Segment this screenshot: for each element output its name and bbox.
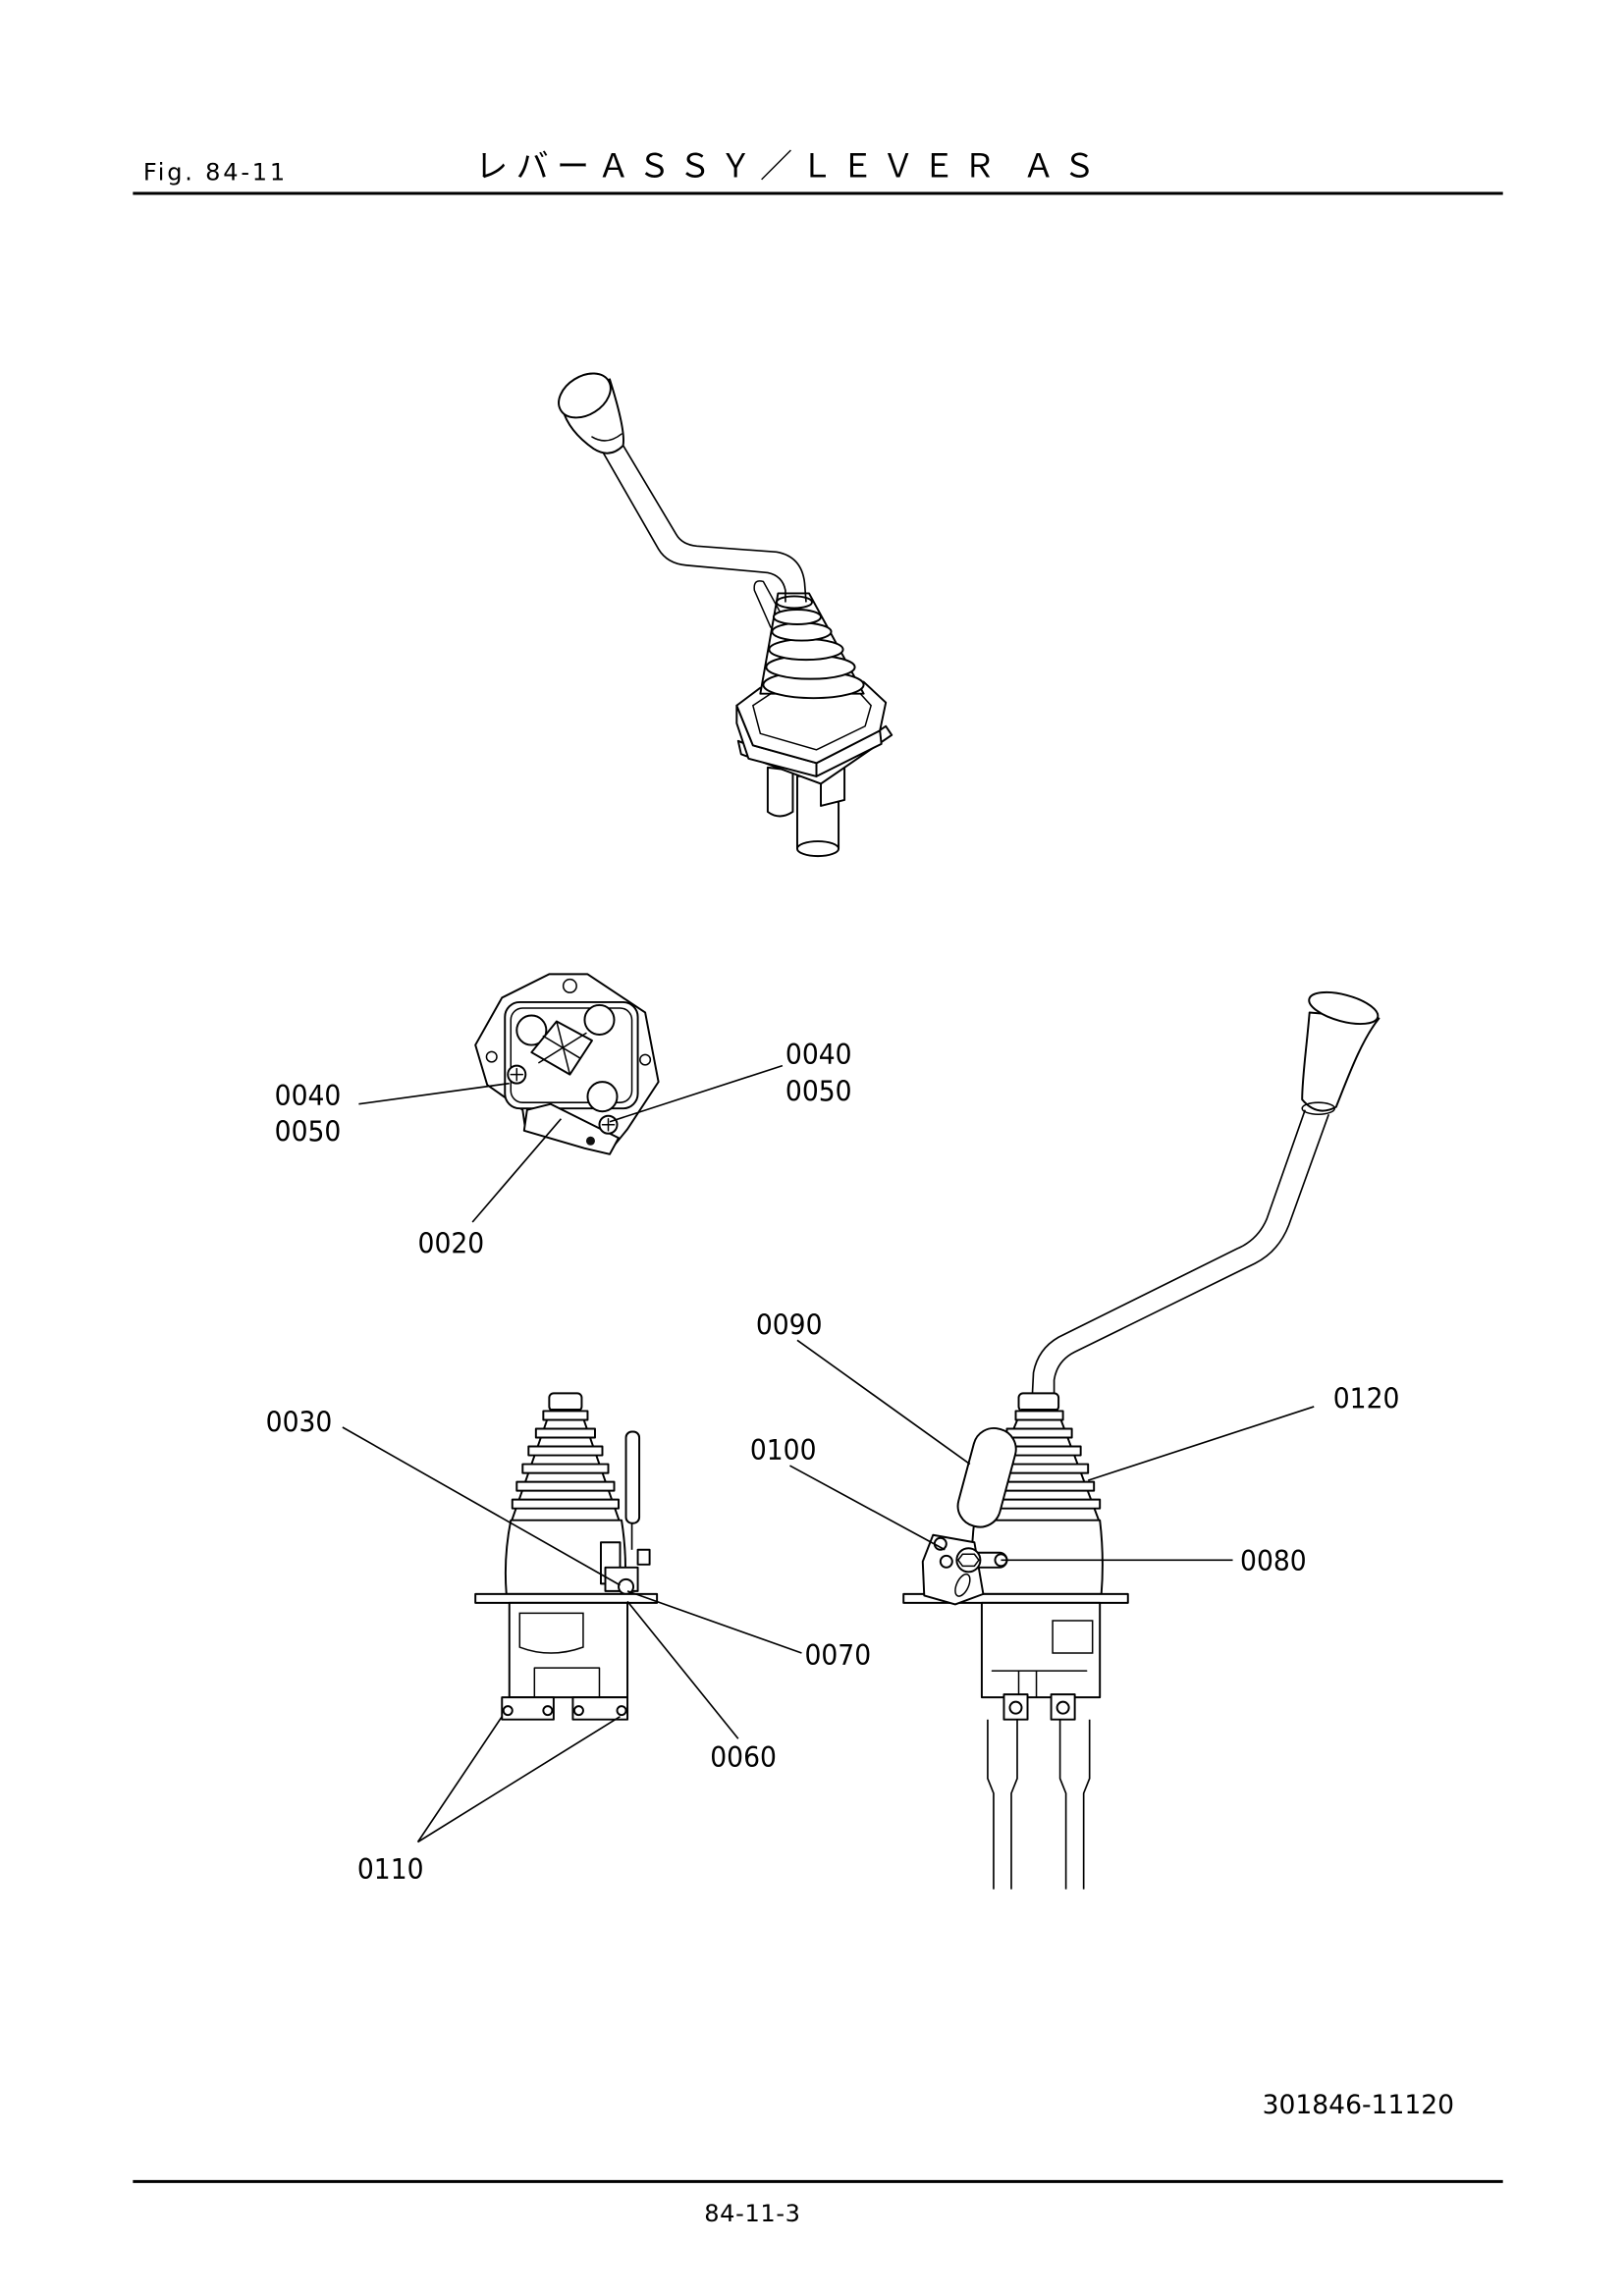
port-lower-right <box>586 1081 619 1113</box>
cable-right <box>1058 1719 1091 1890</box>
knob-top <box>558 372 612 419</box>
screw-left-cross <box>510 1067 524 1082</box>
callout-0030: 0030 <box>266 1405 333 1438</box>
bellows-ridge <box>542 1410 589 1421</box>
callout-0120: 0120 <box>1333 1381 1400 1415</box>
base-plate-top-view <box>474 973 660 1155</box>
mounting-plate <box>474 1592 659 1604</box>
bellows-ridge <box>527 1445 604 1457</box>
clamp-bolt <box>616 1705 627 1717</box>
bellows-ridge <box>775 595 813 610</box>
page-header: Fig. 84-11 レバーＡＳＳＹ／ＬＥＶＥＲ ＡＳ <box>133 146 1503 195</box>
leader-line-0020 <box>471 1118 563 1223</box>
clamp-bolt <box>1008 1700 1023 1715</box>
lever-shaft-right-edge <box>1053 1113 1330 1403</box>
clamp-bolt <box>542 1705 554 1717</box>
leader-line-0030 <box>342 1426 621 1586</box>
bellows-ridge <box>772 609 822 626</box>
leader-line-0110-right <box>417 1715 621 1843</box>
leader-line-0110-left <box>416 1716 503 1842</box>
callout-0060: 0060 <box>710 1740 777 1774</box>
clamp-bolt <box>572 1705 584 1717</box>
bellows-ridge <box>521 1463 610 1474</box>
bellows-ridge <box>768 638 844 662</box>
plate-hole-left <box>485 1050 498 1063</box>
leader-line-0100 <box>789 1465 946 1551</box>
leader-lines <box>342 1064 1315 1843</box>
callout-0050-right: 0050 <box>785 1075 852 1108</box>
callout-0050-left: 0050 <box>275 1114 342 1148</box>
callout-0110: 0110 <box>357 1852 424 1886</box>
bracket-hole <box>939 1554 953 1569</box>
lower-housing-detail <box>518 1612 601 1698</box>
page-footer: 301846-11120 84-11-3 <box>133 2090 1503 2227</box>
callout-0040-right: 0040 <box>785 1038 852 1071</box>
leader-line-0090 <box>796 1339 971 1466</box>
leader-line-0120 <box>1087 1406 1315 1481</box>
bellows-ridge <box>515 1480 616 1492</box>
leader-line-0060 <box>626 1600 739 1739</box>
callout-0020: 0020 <box>418 1227 485 1260</box>
pivot-bolt <box>955 1547 982 1574</box>
shaft-upper-edge <box>621 442 807 603</box>
bellows-ridge <box>511 1498 621 1510</box>
lever-arm-pin <box>585 1136 595 1146</box>
side-view-with-lever <box>902 990 1380 1890</box>
cable-clamp-left <box>501 1696 555 1721</box>
lever-knob-ring <box>1301 1101 1336 1115</box>
center-block-detail <box>538 1020 587 1076</box>
lever-knob-body <box>1301 1011 1380 1112</box>
port-upper-left <box>515 1014 548 1046</box>
bellows-cap <box>548 1392 583 1413</box>
port-upper-right <box>583 1003 616 1037</box>
figure-number: Fig. 84-11 <box>143 158 285 186</box>
callout-0080: 0080 <box>1240 1544 1307 1577</box>
lower-housing <box>980 1601 1102 1699</box>
lock-grip <box>956 1427 1017 1528</box>
leader-line-0070 <box>626 1590 802 1654</box>
leader-line-0040-0050-left <box>358 1082 510 1105</box>
isometric-lever-assembly <box>558 372 893 858</box>
plate-hole-top <box>562 978 577 993</box>
side-view-front <box>474 1392 659 1721</box>
bellows-cap <box>1017 1392 1060 1413</box>
plate-hole-right <box>639 1053 652 1066</box>
lower-block <box>766 766 794 818</box>
lower-housing-detail <box>991 1620 1094 1698</box>
lever-knob-top <box>1308 990 1380 1026</box>
figure-title: レバーＡＳＳＹ／ＬＥＶＥＲ ＡＳ <box>475 146 1096 185</box>
bellows-ridge <box>534 1427 596 1439</box>
lock-handle <box>624 1430 641 1524</box>
page-number: 84-11-3 <box>704 2200 800 2227</box>
screw-right-cross <box>601 1117 616 1132</box>
clamp-bolt <box>502 1705 514 1717</box>
callout-0070: 0070 <box>804 1638 871 1672</box>
bellows-ridge <box>1005 1427 1073 1439</box>
leader-line-0040-0050-right <box>609 1064 784 1123</box>
drawing-number: 301846-11120 <box>1263 2090 1454 2120</box>
callout-0040-left: 0040 <box>275 1079 342 1112</box>
lever-shaft-left-edge <box>1031 1109 1306 1403</box>
pivot-bolt-hex <box>956 1553 980 1568</box>
callout-labels: 0040 0050 0040 0050 0020 0090 0120 0030 … <box>266 1038 1400 1886</box>
bellows-ridge <box>1014 1410 1064 1421</box>
bellows-ridge <box>771 621 833 642</box>
cable-clamp-right <box>571 1696 629 1721</box>
lever-arm <box>522 1102 621 1155</box>
bellows-loop <box>753 580 781 628</box>
lower-cylinder-end <box>795 840 840 858</box>
callout-0100: 0100 <box>750 1433 817 1467</box>
housing-inner <box>510 1007 633 1103</box>
callout-0090: 0090 <box>756 1308 823 1341</box>
knob-ring <box>591 433 623 442</box>
lock-nut <box>636 1548 651 1566</box>
shaft-lower-edge <box>600 448 786 603</box>
bracket-slot <box>954 1573 971 1597</box>
cable-left <box>987 1719 1018 1890</box>
clamp-bolt <box>1056 1700 1070 1715</box>
